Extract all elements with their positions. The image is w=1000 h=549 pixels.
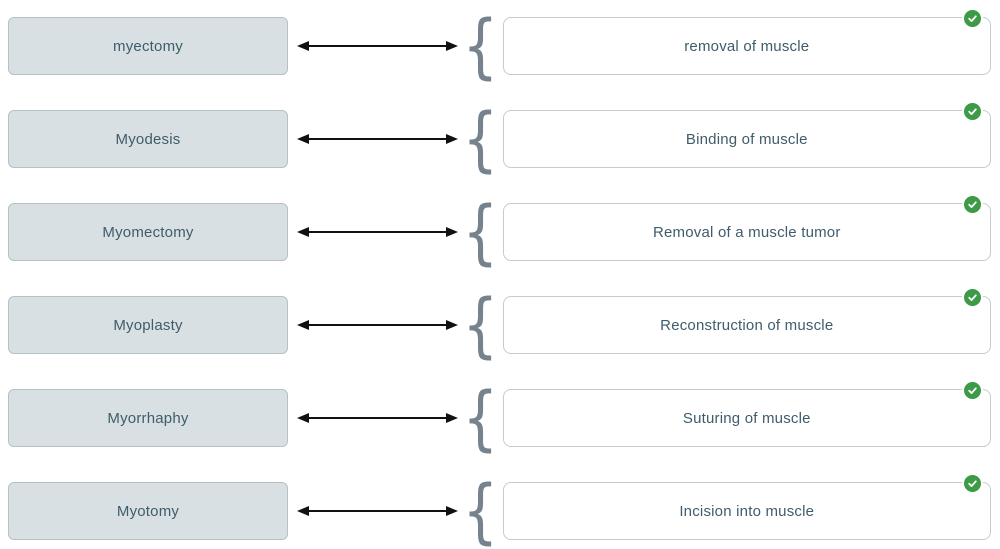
match-row: Myodesis { Binding of muscle <box>0 98 1000 180</box>
match-row: myectomy { removal of muscle <box>0 5 1000 87</box>
term-card[interactable]: Myotomy <box>8 482 288 540</box>
check-circle-icon <box>962 473 983 494</box>
left-brace: { <box>462 98 499 180</box>
definition-card[interactable]: Incision into muscle <box>502 482 991 540</box>
double-arrow-icon <box>297 41 458 51</box>
definition-slot: Binding of muscle <box>502 101 991 168</box>
definition-label: Removal of a muscle tumor <box>652 223 841 241</box>
match-row: Myorrhaphy { Suturing of muscle <box>0 377 1000 459</box>
term-card[interactable]: Myorrhaphy <box>8 389 288 447</box>
left-brace: { <box>462 284 499 366</box>
term-label: Myorrhaphy <box>107 409 189 427</box>
definition-slot: removal of muscle <box>502 8 991 75</box>
definition-slot: Reconstruction of muscle <box>502 287 991 354</box>
match-row: Myotomy { Incision into muscle <box>0 470 1000 549</box>
definition-card[interactable]: Reconstruction of muscle <box>502 296 991 354</box>
double-arrow-icon <box>297 506 458 516</box>
check-circle-icon <box>962 101 983 122</box>
term-label: Myoplasty <box>113 316 183 334</box>
left-brace: { <box>462 377 499 459</box>
double-arrow-icon <box>297 134 458 144</box>
definition-card[interactable]: removal of muscle <box>502 17 991 75</box>
match-row: Myomectomy { Removal of a muscle tumor <box>0 191 1000 273</box>
definition-label: removal of muscle <box>684 37 810 55</box>
term-card[interactable]: myectomy <box>8 17 288 75</box>
term-card[interactable]: Myomectomy <box>8 203 288 261</box>
check-circle-icon <box>962 380 983 401</box>
definition-slot: Suturing of muscle <box>502 380 991 447</box>
left-brace: { <box>462 191 499 273</box>
left-brace: { <box>462 5 499 87</box>
definition-label: Suturing of muscle <box>682 409 811 427</box>
definition-slot: Removal of a muscle tumor <box>502 194 991 261</box>
check-circle-icon <box>962 8 983 29</box>
match-row: Myoplasty { Reconstruction of muscle <box>0 284 1000 366</box>
term-label: Myomectomy <box>102 223 194 241</box>
double-arrow-icon <box>297 227 458 237</box>
term-label: myectomy <box>113 37 183 55</box>
term-card[interactable]: Myodesis <box>8 110 288 168</box>
check-circle-icon <box>962 287 983 308</box>
term-label: Myotomy <box>116 502 180 520</box>
double-arrow-icon <box>297 320 458 330</box>
term-label: Myodesis <box>115 130 181 148</box>
check-circle-icon <box>962 194 983 215</box>
left-brace: { <box>462 470 499 549</box>
definition-slot: Incision into muscle <box>502 473 991 540</box>
definition-card[interactable]: Removal of a muscle tumor <box>502 203 991 261</box>
definition-label: Reconstruction of muscle <box>660 316 834 334</box>
definition-card[interactable]: Suturing of muscle <box>502 389 991 447</box>
definition-card[interactable]: Binding of muscle <box>502 110 991 168</box>
double-arrow-icon <box>297 413 458 423</box>
term-card[interactable]: Myoplasty <box>8 296 288 354</box>
definition-label: Incision into muscle <box>679 502 815 520</box>
definition-label: Binding of muscle <box>685 130 808 148</box>
